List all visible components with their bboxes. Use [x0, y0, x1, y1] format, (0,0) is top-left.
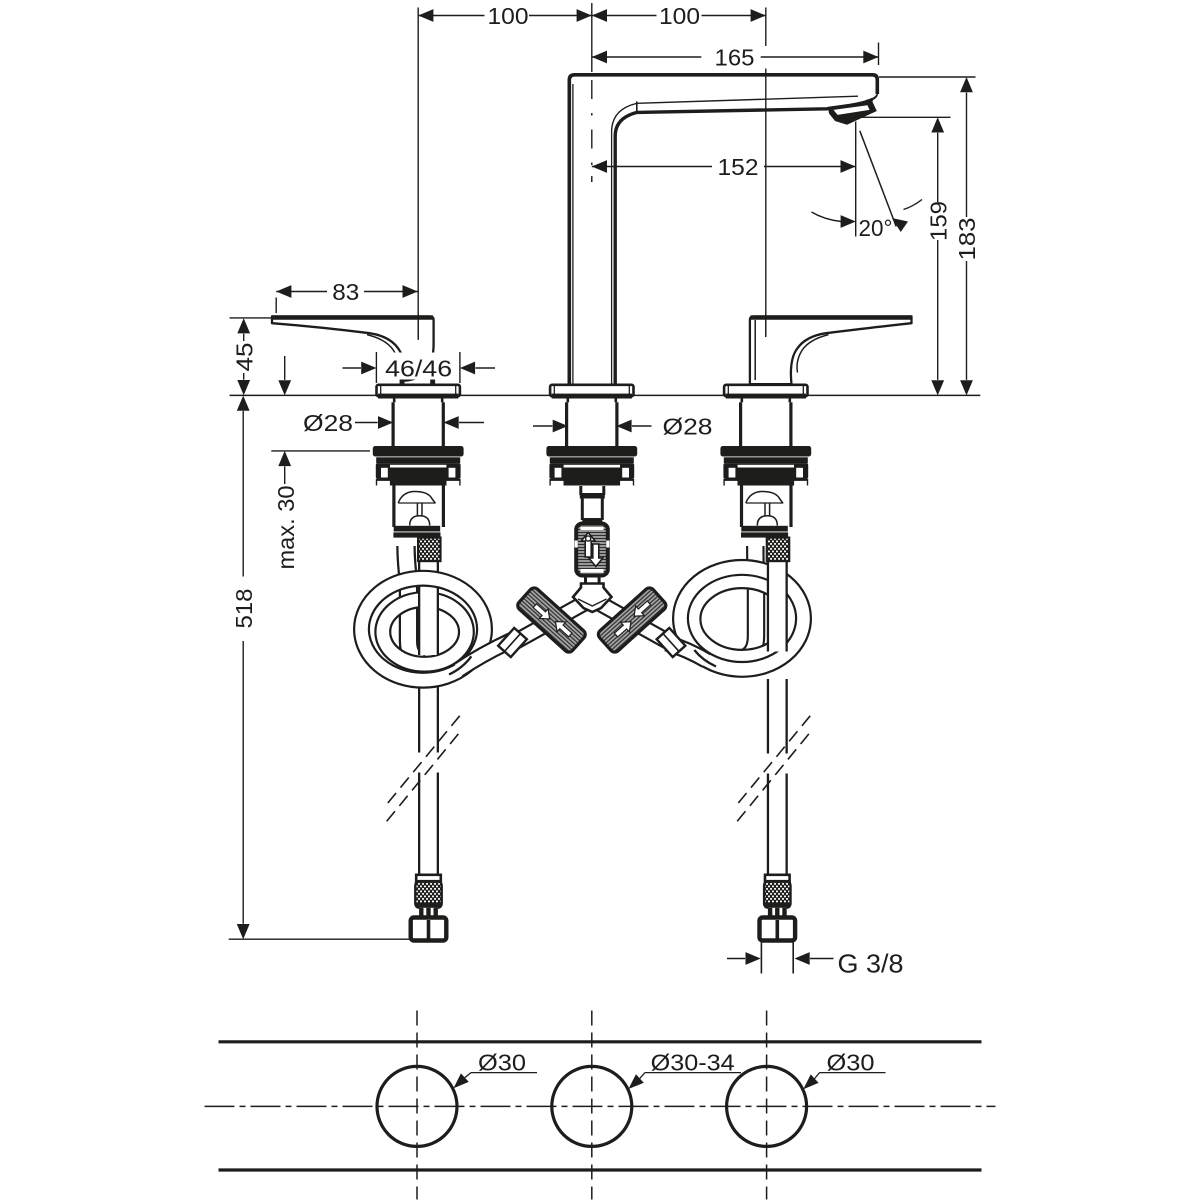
svg-text:Ø30-34: Ø30-34: [651, 1049, 735, 1075]
svg-text:46/46: 46/46: [385, 356, 452, 382]
svg-text:Ø28: Ø28: [303, 410, 353, 436]
svg-text:83: 83: [332, 279, 359, 305]
svg-text:152: 152: [718, 154, 759, 180]
svg-text:165: 165: [715, 45, 755, 71]
svg-text:max. 30: max. 30: [273, 486, 299, 570]
svg-text:518: 518: [231, 589, 257, 629]
svg-text:Ø30: Ø30: [478, 1049, 526, 1075]
svg-text:G 3/8: G 3/8: [838, 951, 904, 979]
svg-text:100: 100: [659, 3, 700, 29]
svg-text:183: 183: [954, 218, 980, 261]
svg-text:Ø28: Ø28: [663, 414, 713, 440]
svg-text:100: 100: [488, 3, 529, 29]
svg-text:45: 45: [231, 343, 257, 372]
svg-text:20°: 20°: [859, 215, 893, 241]
svg-text:159: 159: [925, 201, 951, 241]
svg-text:Ø30: Ø30: [827, 1049, 875, 1075]
